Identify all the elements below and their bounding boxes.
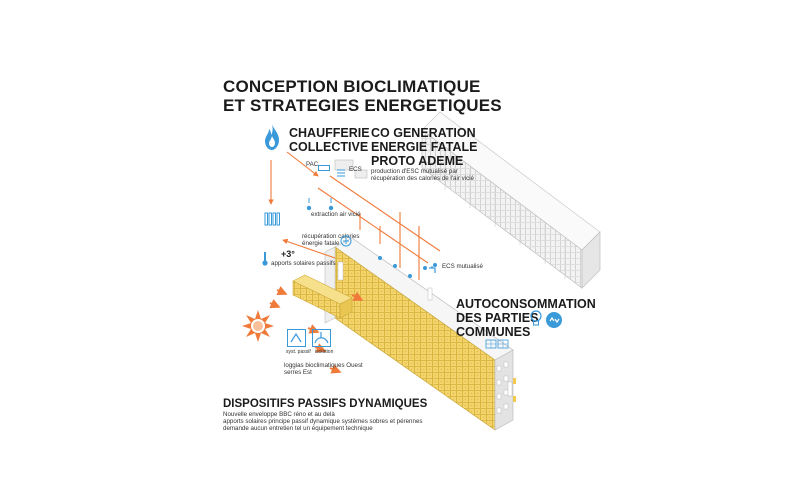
flame-icon	[262, 123, 282, 151]
ecs-mutualise-label: ECS mutualisé	[442, 263, 483, 270]
dispositifs-line-2: apports solaires principe passif dynamiq…	[223, 418, 423, 425]
passive-system-label: syst. passif	[286, 349, 311, 355]
sun-icon	[241, 309, 275, 343]
recup-label-1: récupération calories	[302, 233, 360, 240]
recovery-icon	[340, 234, 352, 247]
lightbulb-icon	[530, 310, 542, 328]
autoconsommation-line-1: AUTOCONSOMMATION	[456, 297, 596, 311]
insulation-label: isolation	[315, 349, 334, 355]
title-line-1: CONCEPTION BIOCLIMATIQUE	[223, 77, 481, 96]
elevator-icon	[546, 312, 562, 328]
cogeneration-desc-1: production d'ESC mutualisé par	[371, 168, 458, 175]
back-building	[334, 111, 601, 289]
insulation-icon	[312, 329, 331, 347]
autoconsommation-line-2: DES PARTIES	[456, 311, 539, 325]
dispositifs-line-3: demande aucun entretien tel un équipemen…	[223, 425, 373, 432]
solar-panel-icon	[485, 336, 509, 349]
heat-exchanger-icon	[336, 164, 346, 177]
loggia-module	[292, 274, 353, 319]
temp-gain-label: +3°	[281, 249, 295, 259]
pac-icon	[318, 165, 330, 171]
solar-arrows	[269, 286, 364, 374]
dispositifs-line-1: Nouvelle enveloppe BBC réno et au delà	[223, 411, 335, 418]
cogeneration-line-2: ENERGIE FATALE	[371, 140, 478, 154]
thermometer-icon	[262, 252, 268, 266]
loggias-label-2: serres Est	[284, 369, 312, 376]
cogeneration-line-3: PROTO ADEME	[371, 154, 464, 168]
dispositifs-title: DISPOSITIFS PASSIFS DYNAMIQUES	[223, 398, 428, 410]
tap-icon	[428, 261, 438, 273]
autoconsommation-line-3: COMMUNES	[456, 325, 531, 339]
loggias-label-1: loggias bioclimatiques Ouest	[284, 362, 363, 369]
pac-label: PAC	[306, 161, 319, 168]
cogeneration-desc-2: récupération des calories de l'air vicié	[371, 175, 474, 182]
recup-label-2: énergie fatale	[302, 240, 340, 247]
heating-network	[268, 151, 441, 280]
valve-icons	[306, 205, 437, 278]
radiator-icon	[264, 211, 280, 226]
passive-system-icon	[287, 329, 306, 347]
front-building	[324, 237, 516, 431]
ecs-label: ECS	[349, 166, 362, 173]
chaufferie-line-1: CHAUFFERIE	[289, 126, 370, 140]
title-line-2: ET STRATEGIES ENERGETIQUES	[223, 96, 502, 115]
chaufferie-line-2: COLLECTIVE	[289, 140, 369, 154]
cogeneration-line-1: CO GENERATION	[371, 126, 476, 140]
apports-label: apports solaires passifs	[271, 260, 336, 267]
extraction-label: extraction air vicié	[311, 211, 361, 218]
